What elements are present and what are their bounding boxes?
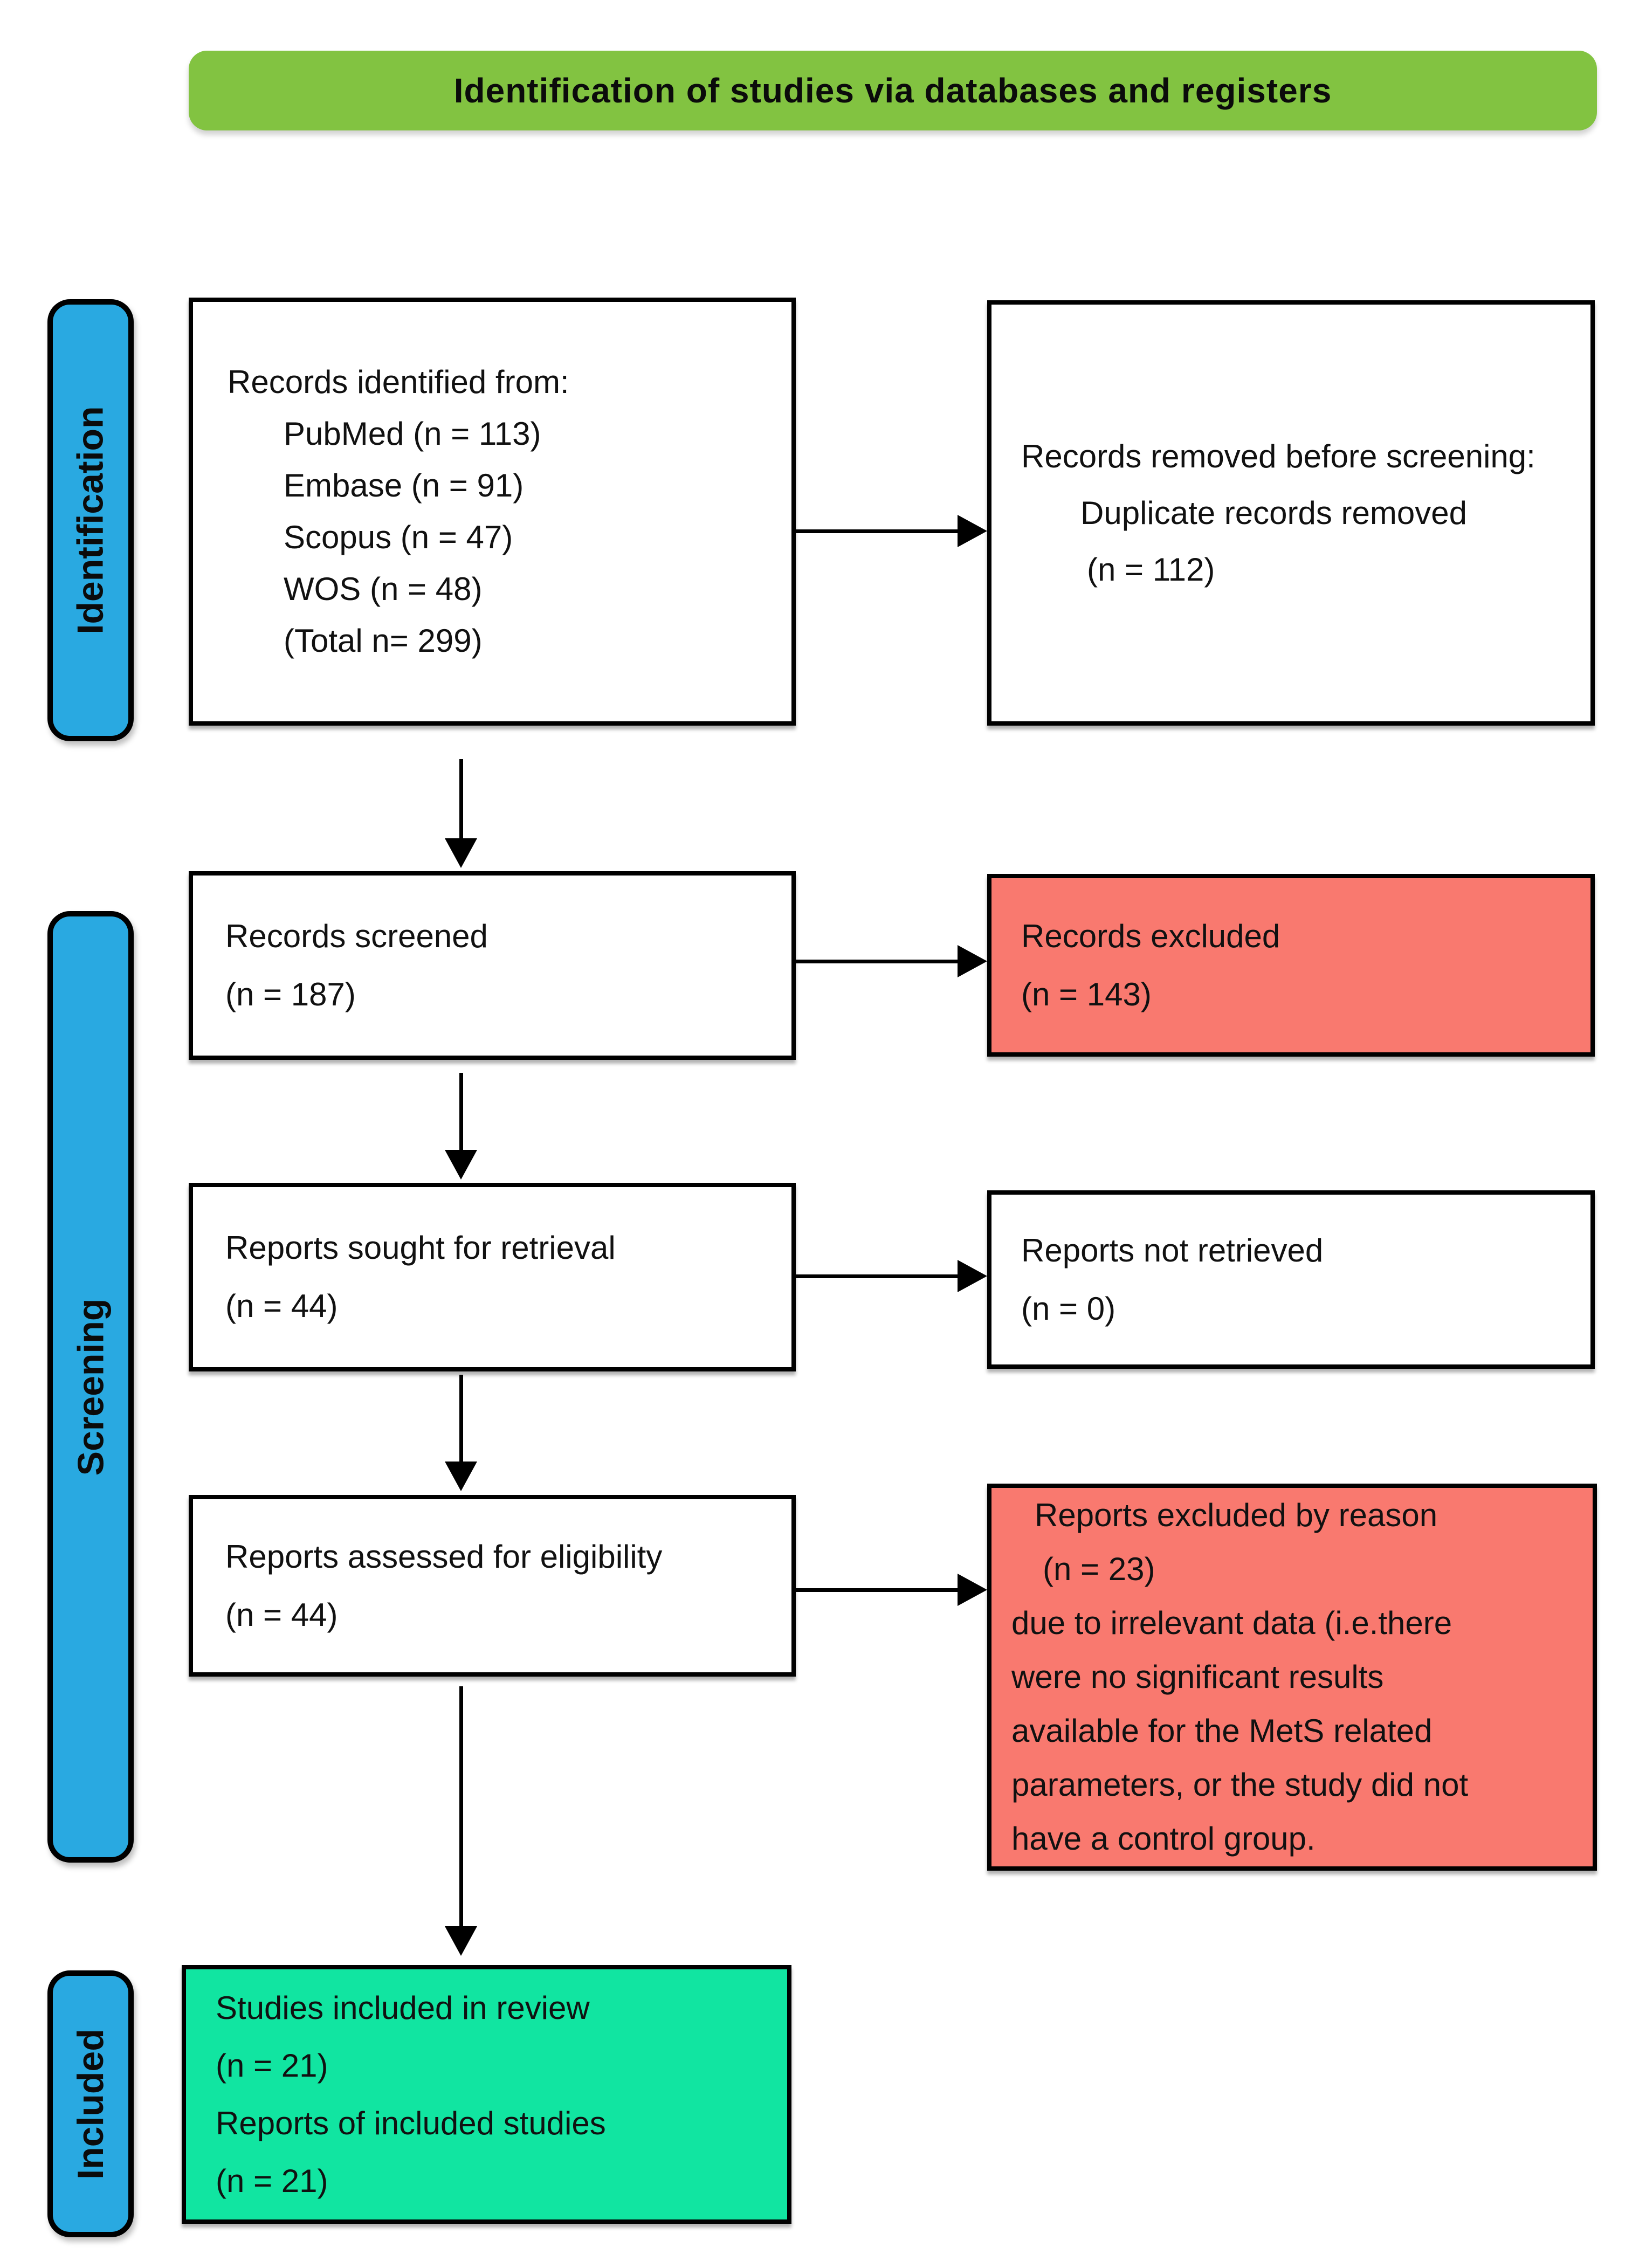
- studies-included-box: Studies included in review (n = 21) Repo…: [182, 1965, 791, 2224]
- stage-bar-screening: Screening: [47, 911, 134, 1863]
- box-line: have a control group.: [1011, 1821, 1316, 1857]
- arrow-head-down-icon: [445, 1462, 477, 1491]
- records-screened-box: Records screened (n = 187): [189, 871, 796, 1060]
- stage-label-included: Included: [70, 2028, 112, 2180]
- arrow-shaft: [459, 1073, 463, 1153]
- arrow-assessed-to-included: [439, 1686, 483, 1956]
- box-line: Scopus (n = 47): [284, 519, 513, 555]
- box-line: Reports of included studies: [216, 2105, 606, 2141]
- diagram-title-banner: Identification of studies via databases …: [189, 51, 1597, 130]
- box-line: (n = 44): [225, 1288, 338, 1324]
- box-line: available for the MetS related: [1011, 1713, 1433, 1749]
- reports-sought-box: Reports sought for retrieval (n = 44): [189, 1183, 796, 1371]
- box-line: Embase (n = 91): [284, 467, 524, 504]
- arrow-identified-to-removed: [796, 509, 987, 553]
- reports-not-retrieved-box: Reports not retrieved (n = 0): [987, 1190, 1595, 1369]
- arrow-identified-to-screened: [439, 759, 483, 868]
- arrow-head-down-icon: [445, 1150, 477, 1180]
- arrow-head-down-icon: [445, 1926, 477, 1956]
- box-line: PubMed (n = 113): [284, 416, 541, 452]
- box-line: Reports not retrieved: [1021, 1232, 1324, 1269]
- box-line: Studies included in review: [216, 1990, 590, 2026]
- box-line: (n = 0): [1021, 1290, 1116, 1327]
- arrow-shaft: [796, 960, 960, 963]
- arrow-screened-to-excluded: [796, 940, 987, 983]
- box-line: Reports sought for retrieval: [225, 1230, 616, 1266]
- box-line: (n = 112): [1087, 552, 1215, 588]
- diagram-title: Identification of studies via databases …: [453, 71, 1332, 110]
- box-line: WOS (n = 48): [284, 571, 483, 607]
- arrow-head-right-icon: [958, 1260, 987, 1292]
- records-excluded-box: Records excluded (n = 143): [987, 874, 1595, 1057]
- stage-label-screening: Screening: [70, 1298, 111, 1476]
- box-line: Records removed before screening:: [1021, 438, 1535, 474]
- arrow-shaft: [796, 529, 960, 533]
- arrow-sought-to-assessed: [439, 1375, 483, 1491]
- reports-assessed-box: Reports assessed for eligibility (n = 44…: [189, 1495, 796, 1677]
- arrow-shaft: [459, 1375, 463, 1464]
- box-line: Records screened: [225, 918, 488, 954]
- arrow-head-right-icon: [958, 1574, 987, 1606]
- stage-bar-included: Included: [47, 1970, 134, 2237]
- box-line: Reports excluded by reason: [1035, 1497, 1438, 1533]
- arrow-screened-to-sought: [439, 1073, 483, 1180]
- box-line: (n = 21): [216, 2048, 328, 2084]
- arrow-head-right-icon: [958, 515, 987, 547]
- box-line: (n = 23): [1043, 1551, 1155, 1587]
- arrow-shaft: [796, 1588, 960, 1592]
- box-line: Duplicate records removed: [1080, 495, 1467, 531]
- arrow-head-right-icon: [958, 945, 987, 977]
- arrow-shaft: [459, 759, 463, 841]
- arrow-shaft: [459, 1686, 463, 1929]
- reports-excluded-reason-box: Reports excluded by reason (n = 23) due …: [987, 1484, 1597, 1871]
- box-line: (n = 143): [1021, 976, 1152, 1012]
- box-line: (Total n= 299): [284, 623, 483, 659]
- box-line: due to irrelevant data (i.e.there: [1011, 1605, 1452, 1641]
- box-line: (n = 187): [225, 976, 356, 1012]
- stage-label-identification: Identification: [70, 406, 112, 635]
- box-line: Reports assessed for eligibility: [225, 1538, 663, 1575]
- box-line: (n = 44): [225, 1596, 338, 1633]
- arrow-sought-to-not-retrieved: [796, 1254, 987, 1298]
- box-line: parameters, or the study did not: [1011, 1767, 1469, 1803]
- box-line: (n = 21): [216, 2163, 328, 2199]
- arrow-assessed-to-excluded-reason: [796, 1568, 987, 1611]
- stage-bar-identification: Identification: [47, 299, 134, 741]
- box-line: were no significant results: [1011, 1659, 1384, 1695]
- arrow-head-down-icon: [445, 838, 477, 868]
- records-identified-box: Records identified from: PubMed (n = 113…: [189, 298, 796, 726]
- box-line: Records excluded: [1021, 918, 1280, 954]
- box-line: Records identified from:: [228, 364, 569, 400]
- arrow-shaft: [796, 1274, 960, 1278]
- records-removed-box: Records removed before screening: Duplic…: [987, 300, 1595, 726]
